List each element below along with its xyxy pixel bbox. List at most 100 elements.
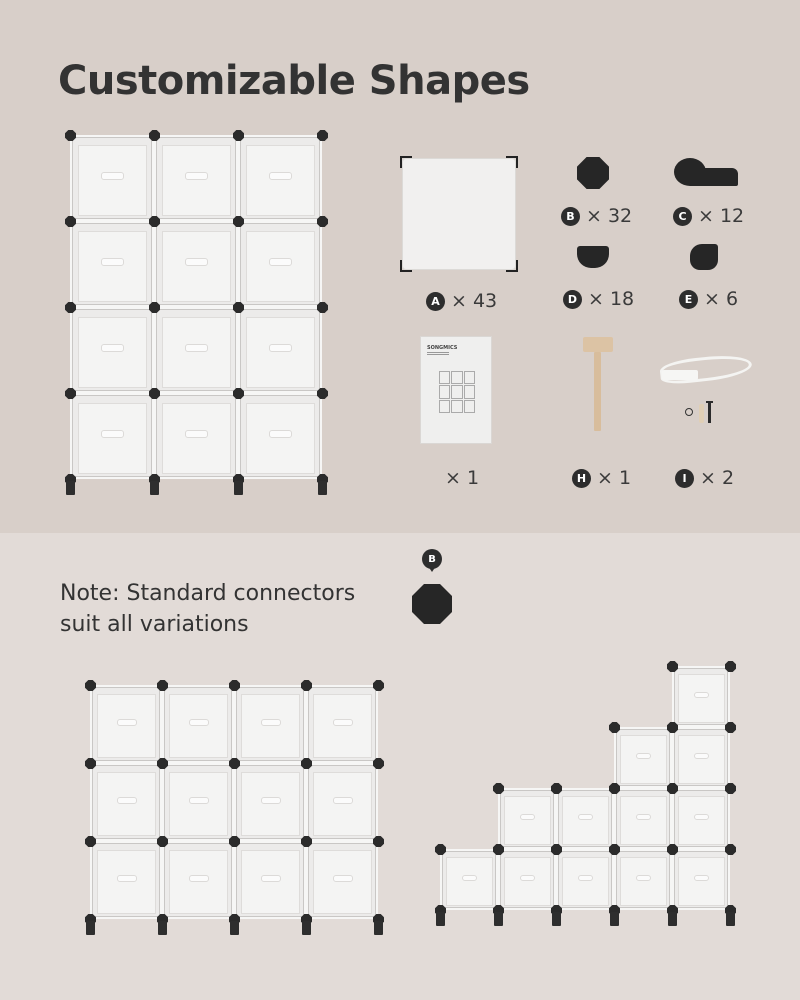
- connector-icon: [493, 783, 504, 794]
- drawer-handle: [519, 814, 536, 821]
- part-c-qty: × 12: [698, 205, 745, 227]
- fabric-drawer: [169, 850, 228, 915]
- connector-icon: [233, 216, 244, 227]
- storage-cube: [306, 685, 378, 763]
- storage-cube: [556, 849, 614, 910]
- connector-icon: [551, 844, 562, 855]
- drawer-handle: [332, 718, 353, 727]
- drawer-handle: [101, 343, 125, 353]
- part-e-badge: E: [679, 289, 698, 309]
- connector-icon: [317, 388, 328, 399]
- connector-icon: [157, 836, 168, 847]
- connector-icon: [373, 758, 384, 769]
- part-h-badge: H: [572, 468, 591, 488]
- connector-icon: [157, 914, 168, 925]
- fabric-drawer: [78, 403, 148, 474]
- corner-connector-icon: [690, 244, 718, 270]
- drawer-handle: [577, 814, 594, 821]
- connector-icon: [493, 905, 504, 916]
- storage-cube: [162, 763, 234, 841]
- drawer-handle: [101, 171, 125, 181]
- drawer-handle: [188, 718, 209, 727]
- drawer-handle: [188, 796, 209, 805]
- connector-icon: [233, 302, 244, 313]
- foot-icon: [158, 921, 167, 935]
- drawer-handle: [269, 171, 293, 181]
- storage-cube: [90, 685, 162, 763]
- part-i-label: I × 2: [675, 467, 734, 489]
- connector-icon: [229, 836, 240, 847]
- fabric-drawer: [246, 403, 316, 474]
- connector-icon: [317, 130, 328, 141]
- connector-icon: [551, 783, 562, 794]
- manual-brand: SONGMICS: [427, 345, 458, 351]
- mallet-icon: [583, 337, 613, 352]
- corner-mark: [400, 156, 412, 168]
- mallet-handle: [594, 352, 601, 431]
- connector-icon: [551, 905, 562, 916]
- connector-icon: [65, 388, 76, 399]
- storage-cube: [306, 763, 378, 841]
- connector-icon: [667, 844, 678, 855]
- part-i-badge: I: [675, 468, 694, 488]
- fabric-drawer: [241, 694, 300, 759]
- storage-cube: [498, 849, 556, 910]
- part-d-label: D × 18: [563, 288, 634, 310]
- drawer-handle: [269, 429, 293, 439]
- connector-icon: [149, 130, 160, 141]
- storage-cube: [154, 221, 238, 307]
- connector-icon: [229, 680, 240, 691]
- fabric-drawer: [678, 856, 725, 906]
- fabric-drawer: [78, 317, 148, 388]
- fabric-drawer: [562, 856, 609, 906]
- fabric-drawer: [169, 772, 228, 837]
- drawer-handle: [269, 343, 293, 353]
- screw-icon: [706, 401, 713, 423]
- storage-cube: [90, 841, 162, 919]
- storage-cube: [154, 135, 238, 221]
- connector-icon: [725, 722, 736, 733]
- drawer-handle: [116, 796, 137, 805]
- drawer-handle: [635, 814, 652, 821]
- drawer-handle: [116, 718, 137, 727]
- storage-cube: [672, 788, 730, 849]
- foot-icon: [436, 912, 445, 926]
- fabric-drawer: [162, 231, 232, 302]
- drawer-handle: [519, 875, 536, 882]
- connector-icon: [725, 783, 736, 794]
- connector-icon: [725, 661, 736, 672]
- storage-cube: [672, 666, 730, 727]
- fabric-drawer: [620, 734, 667, 784]
- drawer-handle: [101, 257, 125, 267]
- drawer-handle: [635, 753, 652, 760]
- connector-icon: [609, 905, 620, 916]
- storage-cube: [154, 393, 238, 479]
- drawer-handle: [260, 796, 281, 805]
- foot-icon: [302, 921, 311, 935]
- drawer-handle: [693, 753, 710, 760]
- fabric-drawer: [246, 145, 316, 216]
- drawer-handle: [693, 875, 710, 882]
- storage-cube: [556, 788, 614, 849]
- foot-icon: [150, 481, 159, 495]
- connector-icon: [65, 130, 76, 141]
- storage-cube: [70, 135, 154, 221]
- storage-cube: [154, 307, 238, 393]
- connector-icon: [85, 758, 96, 769]
- fabric-drawer: [620, 795, 667, 845]
- storage-cube: [238, 135, 322, 221]
- part-e-qty: × 6: [704, 288, 739, 310]
- drawer-handle: [185, 429, 209, 439]
- fabric-drawer: [678, 734, 725, 784]
- foot-icon: [234, 481, 243, 495]
- foot-icon: [86, 921, 95, 935]
- connector-icon: [725, 844, 736, 855]
- connector-icon: [157, 758, 168, 769]
- fabric-drawer: [97, 850, 156, 915]
- connector-icon: [667, 905, 678, 916]
- part-a-qty: × 43: [451, 290, 498, 312]
- drawer-handle: [332, 796, 353, 805]
- storage-cube: [70, 307, 154, 393]
- drawer-handle: [269, 257, 293, 267]
- storage-cube: [70, 393, 154, 479]
